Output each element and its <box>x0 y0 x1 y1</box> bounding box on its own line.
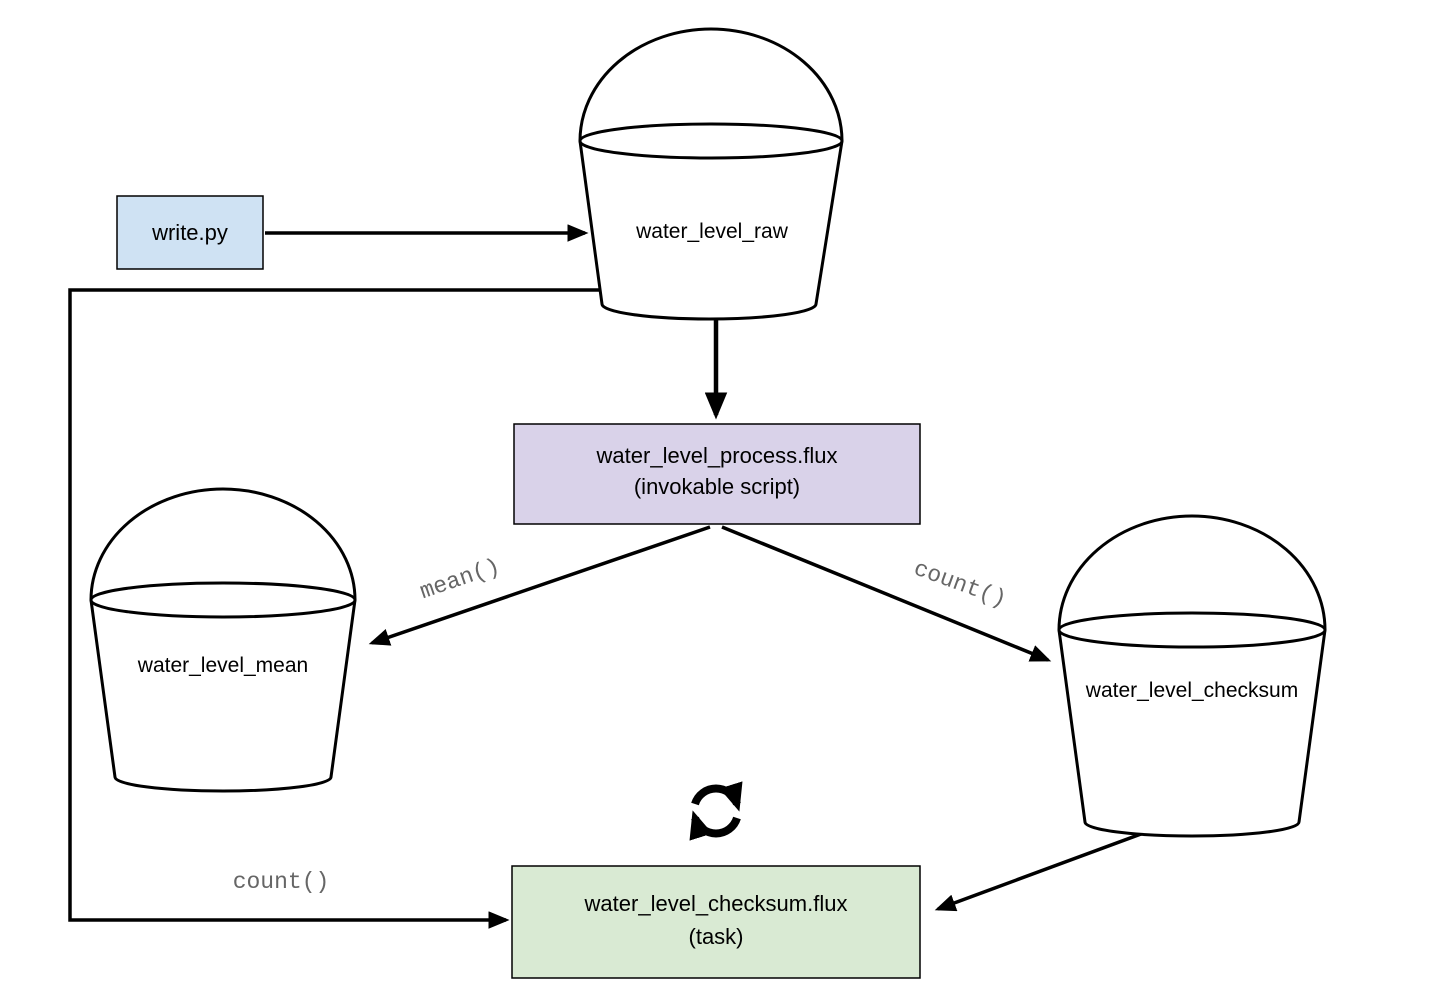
checksum-bucket-label: water_level_checksum <box>1085 679 1298 702</box>
edge-process-to-checksum <box>721 525 1052 662</box>
bucket-rim <box>89 581 357 619</box>
process-script-sublabel: (invokable script) <box>634 474 800 499</box>
bucket-body <box>578 140 844 321</box>
process-script-node: water_level_process.flux (invokable scri… <box>513 423 921 525</box>
write-script-box <box>116 195 264 270</box>
write-script-node: write.py <box>116 195 264 270</box>
task-node: water_level_checksum.flux (task) <box>511 865 921 979</box>
edge-process-to-mean <box>368 525 711 646</box>
bucket-rim <box>578 122 844 160</box>
checksum-bucket: water_level_checksum <box>1057 514 1327 838</box>
edge-label-mean: mean() <box>417 554 504 606</box>
bucket-body <box>1057 629 1327 838</box>
edge-raw-to-task <box>68 288 608 929</box>
raw-bucket: water_level_raw <box>578 27 844 321</box>
task-sublabel: (task) <box>689 924 744 949</box>
bucket-dome <box>578 27 844 142</box>
write-script-label: write.py <box>151 220 228 245</box>
bucket-dome <box>89 487 357 601</box>
task-label: water_level_checksum.flux <box>584 891 848 916</box>
edge-label-count-left: count() <box>233 869 330 895</box>
raw-bucket-label: water_level_raw <box>635 220 789 243</box>
bucket-body <box>89 599 357 793</box>
mean-bucket-label: water_level_mean <box>137 654 308 677</box>
bucket-rim <box>1057 611 1327 649</box>
task-box <box>511 865 921 979</box>
bucket-dome <box>1057 514 1327 631</box>
refresh-icon <box>689 781 743 841</box>
process-script-box <box>513 423 921 525</box>
edge-label-count-right: count() <box>910 556 1010 613</box>
refresh-arc-top <box>691 781 743 812</box>
process-script-label: water_level_process.flux <box>596 443 838 468</box>
edge-checksum-to-task <box>934 822 1169 912</box>
refresh-arc-bottom <box>689 810 741 841</box>
mean-bucket: water_level_mean <box>89 487 357 793</box>
